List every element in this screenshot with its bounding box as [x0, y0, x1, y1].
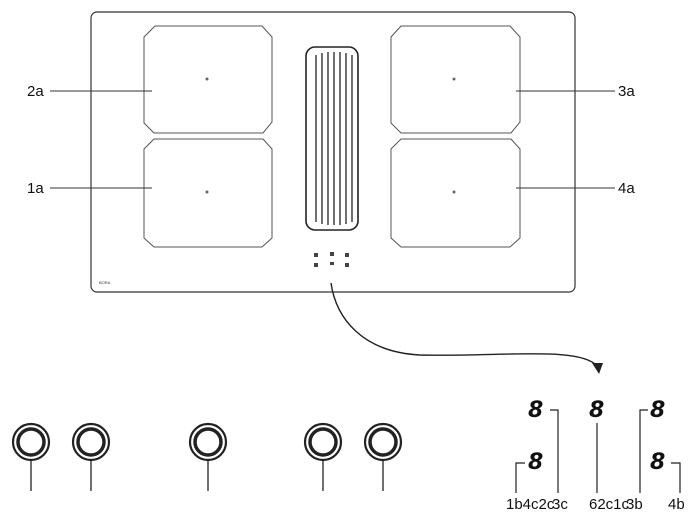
cooking-zone-3a [390, 25, 521, 134]
control-knob-3 [188, 422, 228, 491]
label-zone-2a: 2a [27, 83, 44, 100]
label-display-3b: 3b [626, 496, 643, 513]
label-display-62c1c: 62c1c [589, 496, 630, 513]
cooking-zone-4a [390, 138, 521, 248]
label-zone-3a: 3a [618, 83, 635, 100]
control-knob-2 [71, 422, 111, 491]
label-display-3c: 3c [552, 496, 568, 513]
control-knob-5 [363, 422, 403, 491]
control-knob-1 [11, 422, 51, 491]
extractor-vent [305, 46, 359, 231]
detail-arrowhead [592, 363, 603, 374]
zone-3a-center-dot [452, 77, 456, 81]
label-zone-4a: 4a [618, 180, 635, 197]
display-digit-top-right: 8 [650, 398, 666, 423]
display-digit-top-left: 8 [528, 398, 544, 423]
display-digit-bottom-right: 8 [650, 450, 666, 475]
detail-arrow [330, 282, 598, 367]
zone-2a-center-dot [205, 77, 209, 81]
label-display-4b: 4b [668, 496, 685, 513]
display-leader-lines [515, 409, 681, 493]
zone-1a-center-dot [205, 190, 209, 194]
label-display-1b4c2c: 1b4c2c [506, 496, 555, 513]
control-knob-4 [303, 422, 343, 491]
cooking-zone-2a [143, 25, 273, 134]
display-digit-center: 8 [589, 398, 605, 423]
hob-control-panel [314, 252, 349, 267]
zone-4a-center-dot [452, 190, 456, 194]
brand-logo: BORA [99, 280, 111, 285]
display-digit-bottom-left: 8 [528, 450, 544, 475]
cooking-zone-1a [143, 138, 273, 248]
label-zone-1a: 1a [27, 180, 44, 197]
